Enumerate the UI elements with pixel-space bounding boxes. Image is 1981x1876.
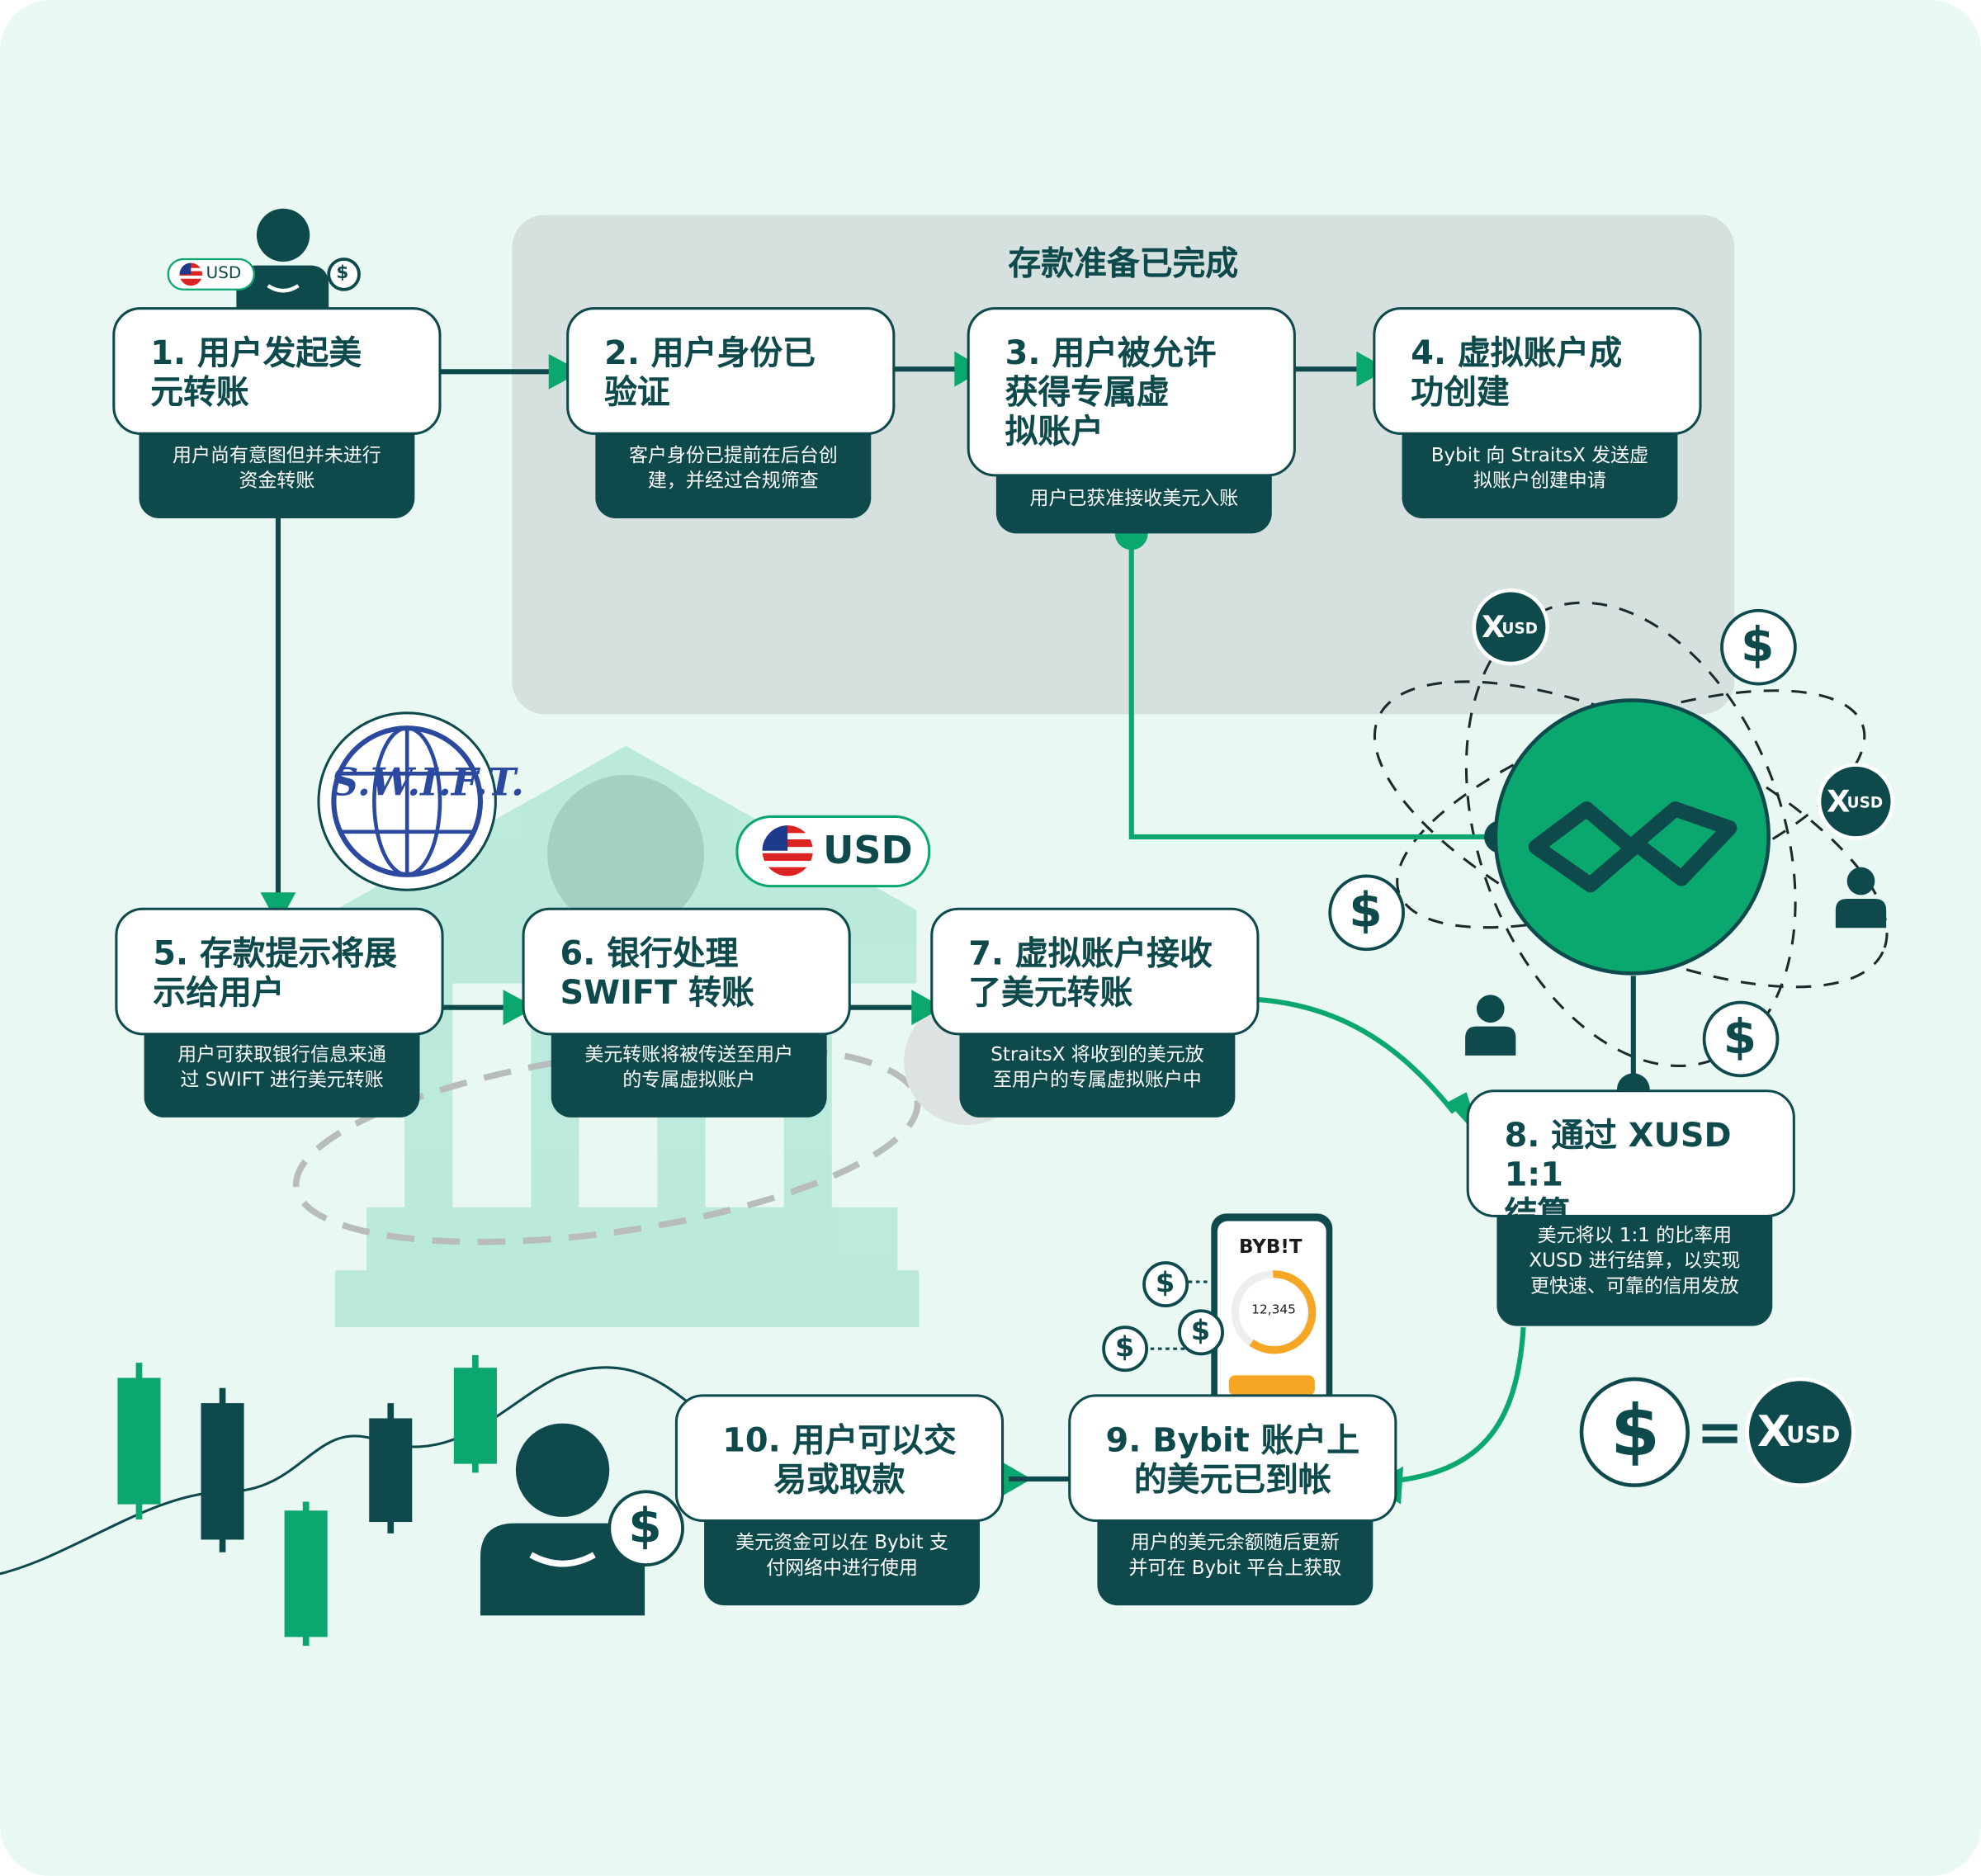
dollar-sign: $ [1155, 1268, 1175, 1300]
step-4-box: 4. 虚拟账户成 功创建 [1373, 307, 1702, 435]
dollar-coin-icon [1328, 874, 1405, 952]
dollar-coin-icon [1579, 1377, 1690, 1487]
dollar-coin-icon [327, 258, 361, 291]
step-1-box: 1. 用户发起美 元转账 [112, 307, 442, 435]
person-icon-right [1835, 867, 1887, 929]
step-2-description: 客户身份已提前在后台创 建，并经过合规筛查 [595, 427, 872, 518]
step-9-box: 9. Bybit 账户上 的美元已到帐 [1068, 1394, 1397, 1523]
person-icon-top [236, 208, 329, 319]
xusd-x-mark: X [1827, 783, 1851, 820]
equals-sign: = [1696, 1401, 1743, 1466]
step-1-description: 用户尚有意图但并未进行 资金转账 [139, 427, 415, 518]
dollar-coin-icon [608, 1490, 684, 1567]
dollar-sign: $ [336, 262, 349, 284]
swift-logo-text: S.W.I.F.T. [331, 761, 525, 806]
xusd-x-mark: X [1482, 609, 1506, 645]
step-5-box: 5. 存款提示将展 示给用户 [115, 907, 444, 1036]
dollar-sign: $ [1741, 617, 1775, 673]
step-10-description: 美元资金可以在 Bybit 支 付网络中进行使用 [704, 1514, 980, 1606]
dollar-sign: $ [1114, 1332, 1135, 1364]
deposit-ready-title: 存款准备已完成 [1008, 245, 1239, 284]
step-5-description: 用户可获取银行信息来通 过 SWIFT 进行美元转账 [144, 1026, 420, 1118]
swift-globe-icon [317, 711, 497, 891]
xusd-x-mark: X [1756, 1406, 1791, 1458]
step-3-description: 用户已获准接收美元入账 [995, 470, 1272, 534]
step-10-box: 10. 用户可以交 易或取款 [674, 1394, 1005, 1523]
bybit-phone-mockup [1150, 1213, 1333, 1416]
dollar-coin-icon [1142, 1261, 1189, 1308]
step-7-description: StraitsX 将收到的美元放 至用户的专属虚拟账户中 [959, 1026, 1236, 1118]
step-4-description: Bybit 向 StraitsX 发送虚 拟账户创建申请 [1402, 427, 1678, 518]
dollar-coin-icon [1702, 1000, 1780, 1078]
step-3-box: 3. 用户被允许 获得专属虚 拟账户 [967, 307, 1296, 477]
dollar-sign: $ [1723, 1009, 1757, 1065]
dollar-coin-icon [1178, 1309, 1224, 1356]
step-8-description: 美元将以 1:1 的比率用 XUSD 进行结算，以实现 更快速、可靠的信用发放 [1496, 1207, 1773, 1326]
step-6-description: 美元转账将被传送至用户 的专属虚拟账户 [551, 1026, 827, 1118]
dollar-coin-icon [1720, 608, 1797, 686]
candlestick-chart [117, 1354, 497, 1647]
bybit-logo: BYB!T [1238, 1235, 1303, 1258]
person-icon-left [1465, 995, 1516, 1056]
dollar-sign: $ [628, 1497, 662, 1554]
step-2-box: 2. 用户身份已 验证 [566, 307, 896, 435]
xusd-label: USD [1501, 619, 1538, 637]
step-8-box: 8. 通过 XUSD 1:1 结算 [1466, 1089, 1795, 1234]
phone-balance: 12,345 [1251, 1303, 1296, 1317]
step-7-box: 7. 虚拟账户接收 了美元转账 [930, 907, 1260, 1036]
step-9-description: 用户的美元余额随后更新 并可在 Bybit 平台上获取 [1097, 1514, 1373, 1606]
us-flag-icon [762, 825, 813, 877]
dollar-sign: $ [1349, 882, 1383, 938]
dollar-coin-icon [1102, 1325, 1149, 1373]
xusd-label: USD [1786, 1422, 1841, 1449]
usd-label-small: USD [206, 264, 242, 284]
dollar-sign: $ [1610, 1390, 1660, 1473]
dollar-sign: $ [1190, 1316, 1211, 1348]
person-icon-bottom [480, 1423, 645, 1616]
step-6-box: 6. 银行处理 SWIFT 转账 [522, 907, 851, 1036]
usd-label-large: USD [823, 829, 913, 874]
xusd-label: USD [1846, 793, 1884, 812]
us-flag-icon-small [179, 262, 203, 286]
